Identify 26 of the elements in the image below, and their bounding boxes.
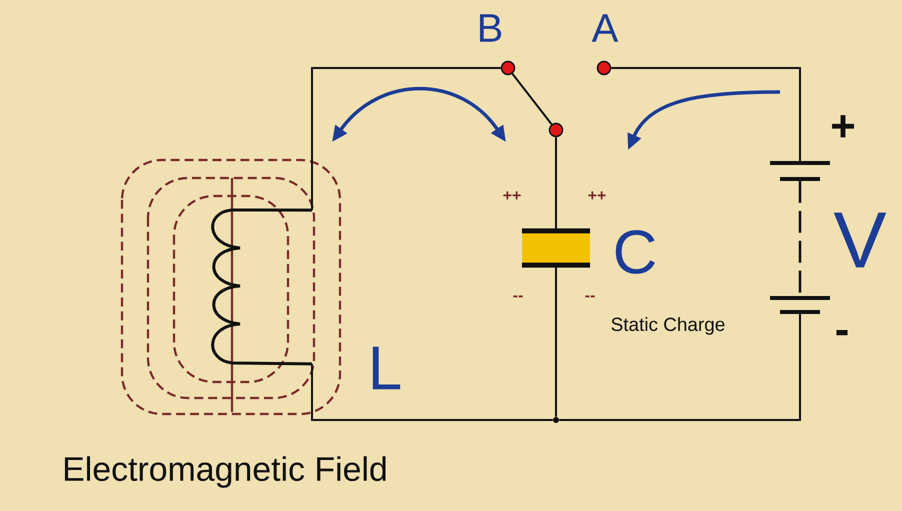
wire bbox=[559, 312, 801, 421]
switch-terminal bbox=[596, 60, 612, 76]
caption-text: Electromagnetic Field bbox=[64, 456, 386, 488]
component-label: L bbox=[372, 346, 400, 390]
switch-terminal bbox=[500, 60, 516, 76]
terminal-label: B bbox=[480, 14, 502, 42]
polarity-sign: + bbox=[832, 115, 854, 138]
wire bbox=[611, 67, 801, 162]
wire bbox=[311, 67, 501, 210]
wire bbox=[311, 364, 553, 421]
polarity-sign: - bbox=[836, 330, 848, 336]
battery-symbol bbox=[768, 161, 832, 314]
component-label: C bbox=[616, 230, 655, 274]
capacitor-symbol bbox=[519, 228, 593, 268]
charge-label: Static Charge bbox=[612, 317, 724, 335]
component-label: V bbox=[834, 212, 886, 268]
charge-sign: -- bbox=[585, 295, 595, 298]
charge-sign: ++ bbox=[503, 191, 521, 200]
charge-sign: ++ bbox=[588, 191, 606, 200]
switch-terminal bbox=[548, 122, 564, 138]
charge-sign: -- bbox=[513, 295, 523, 298]
inductor-symbol bbox=[211, 208, 312, 366]
wire bbox=[555, 265, 557, 417]
wire bbox=[555, 137, 557, 231]
wire bbox=[512, 73, 552, 125]
terminal-label: A bbox=[592, 14, 618, 42]
